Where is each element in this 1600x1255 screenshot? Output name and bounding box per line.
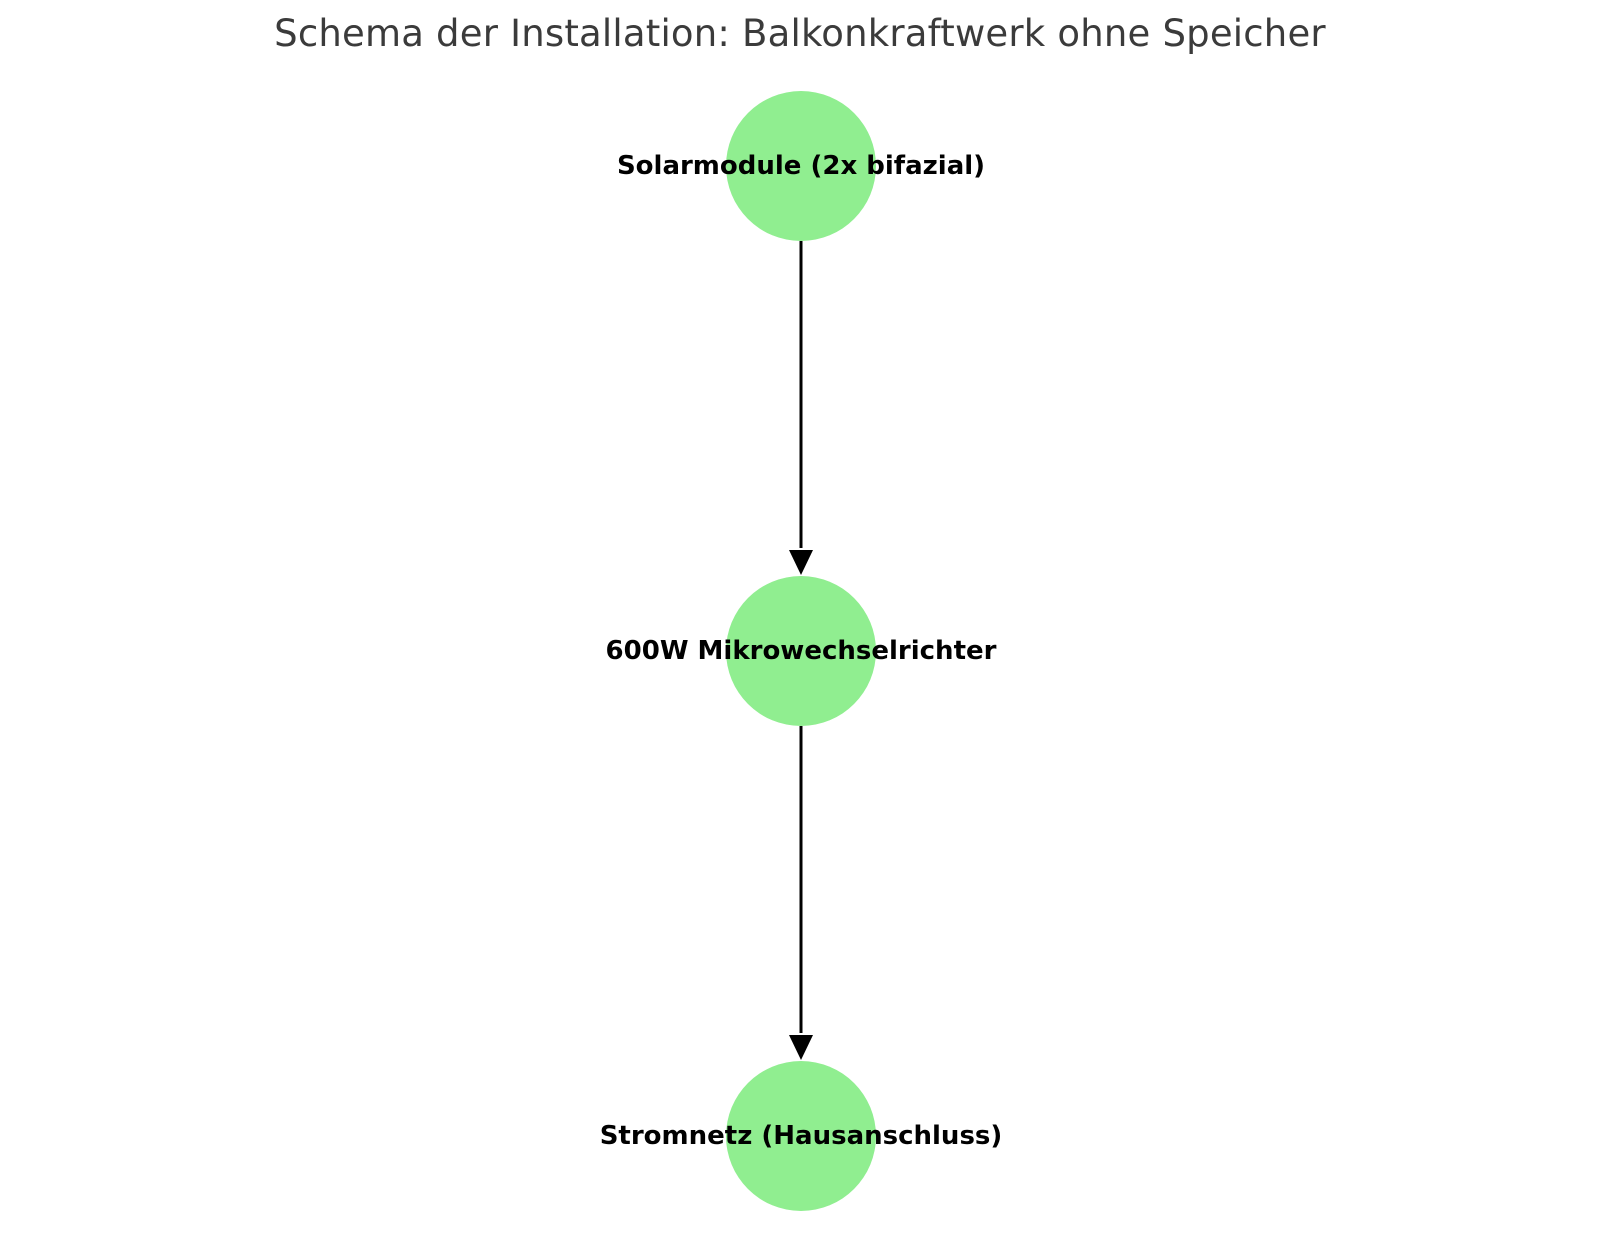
edge-solar-to-inverter xyxy=(789,241,813,575)
node-label: Stromnetz (Hausanschluss) xyxy=(600,1121,1003,1151)
node-inverter: 600W Mikrowechselrichter xyxy=(606,576,997,726)
arrowhead-icon xyxy=(789,550,813,575)
node-solar: Solarmodule (2x bifazial) xyxy=(617,91,985,241)
arrowhead-icon xyxy=(789,1035,813,1060)
node-circle xyxy=(726,91,876,241)
node-circle xyxy=(726,576,876,726)
node-grid: Stromnetz (Hausanschluss) xyxy=(600,1061,1003,1211)
node-label: Solarmodule (2x bifazial) xyxy=(617,151,985,181)
diagram-title: Schema der Installation: Balkonkraftwerk… xyxy=(274,12,1326,55)
node-label: 600W Mikrowechselrichter xyxy=(606,636,997,666)
node-circle xyxy=(726,1061,876,1211)
edge-inverter-to-grid xyxy=(789,726,813,1060)
